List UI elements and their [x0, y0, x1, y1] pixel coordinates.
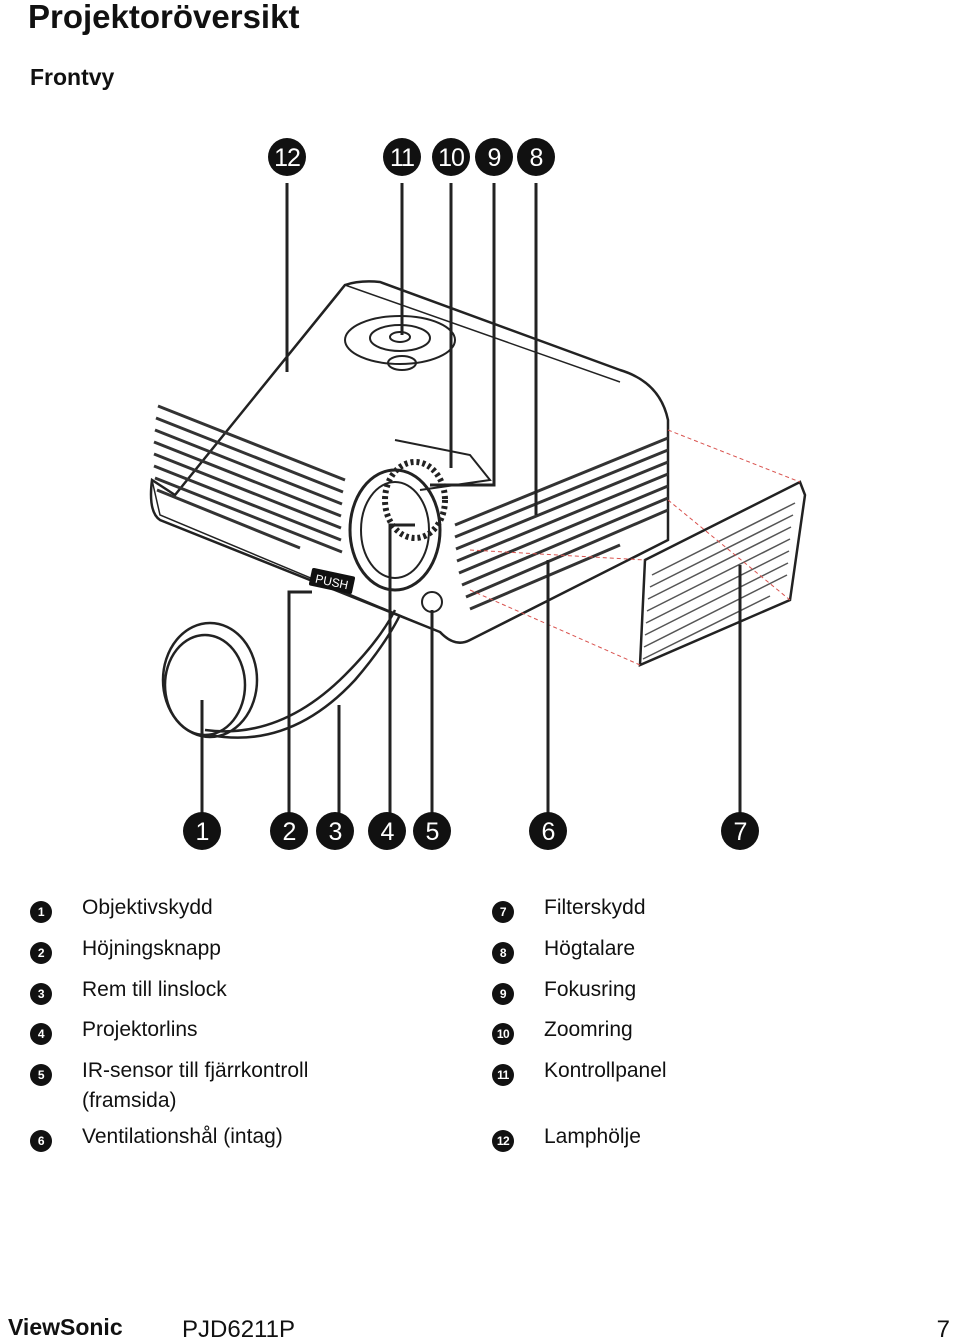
svg-text:1: 1	[196, 818, 209, 846]
filter-guide-lines	[469, 429, 801, 666]
legend-number-badge: 11	[492, 1064, 514, 1086]
legend-label: Kontrollpanel	[544, 1059, 667, 1082]
legend-label: Högtalare	[544, 937, 636, 960]
projector-diagram: PUSH	[149, 138, 807, 850]
callout-10: 10	[432, 138, 470, 176]
legend-number-badge: 5	[30, 1064, 52, 1086]
svg-text:6: 6	[542, 818, 555, 846]
svg-text:12: 12	[274, 144, 300, 172]
legend-number-badge: 12	[492, 1130, 514, 1152]
footer-brand: ViewSonic	[8, 1314, 123, 1340]
callout-3: 3	[316, 812, 354, 850]
svg-text:7: 7	[734, 818, 747, 846]
callout-1: 1	[183, 812, 221, 850]
svg-text:PUSH: PUSH	[314, 572, 350, 593]
svg-text:9: 9	[488, 144, 501, 172]
svg-text:11: 11	[390, 144, 414, 172]
legend-number-badge: 7	[492, 901, 514, 923]
control-panel	[344, 315, 456, 371]
svg-text:5: 5	[426, 818, 439, 846]
legend-label: Ventilationshål (intag)	[82, 1125, 283, 1148]
legend-label: Fokusring	[544, 978, 637, 1001]
callout-2: 2	[270, 812, 308, 850]
legend-label: Projektorlins	[82, 1018, 198, 1041]
callout-7: 7	[721, 812, 759, 850]
callout-6: 6	[529, 812, 567, 850]
callout-11: 11	[383, 138, 421, 176]
legend-number-badge: 3	[30, 983, 52, 1005]
legend-number-badge: 8	[492, 942, 514, 964]
legend-label: Objektivskydd	[82, 896, 213, 919]
page-title: Projektoröversikt	[28, 0, 300, 35]
svg-text:3: 3	[329, 818, 342, 846]
callout-9: 9	[475, 138, 513, 176]
legend-label: Lamphölje	[544, 1125, 641, 1148]
legend-number-badge: 10	[492, 1023, 514, 1045]
svg-text:2: 2	[283, 818, 296, 846]
ir-sensor	[421, 591, 443, 613]
legend-label: Zoomring	[544, 1018, 633, 1041]
svg-text:10: 10	[438, 144, 464, 172]
right-vent-grill	[454, 436, 669, 611]
filter-cover	[638, 480, 807, 667]
section-subtitle: Frontvy	[30, 64, 115, 90]
filter-grid	[642, 502, 796, 660]
callout-4: 4	[368, 812, 406, 850]
legend-label: IR-sensor till fjärrkontroll (framsida)	[82, 1059, 309, 1112]
callout-8: 8	[517, 138, 555, 176]
callout-5: 5	[413, 812, 451, 850]
svg-text:4: 4	[381, 818, 395, 846]
leader-lines	[200, 183, 742, 815]
legend-number-badge: 6	[30, 1130, 52, 1152]
legend-number-badge: 1	[30, 901, 52, 923]
legend-number-badge: 9	[492, 983, 514, 1005]
footer-page-number: 7	[936, 1316, 950, 1343]
left-vent-grill	[153, 404, 346, 554]
svg-text:8: 8	[530, 144, 543, 172]
callout-12: 12	[268, 138, 306, 176]
footer-model: PJD6211P	[182, 1316, 295, 1343]
legend-label: Rem till linslock	[82, 978, 227, 1001]
lens-cap	[161, 609, 402, 739]
push-button: PUSH	[308, 567, 356, 595]
legend-number-badge: 4	[30, 1023, 52, 1045]
legend-label: Höjningsknapp	[82, 937, 221, 960]
legend-number-badge: 2	[30, 942, 52, 964]
legend-label: Filterskydd	[544, 896, 646, 919]
